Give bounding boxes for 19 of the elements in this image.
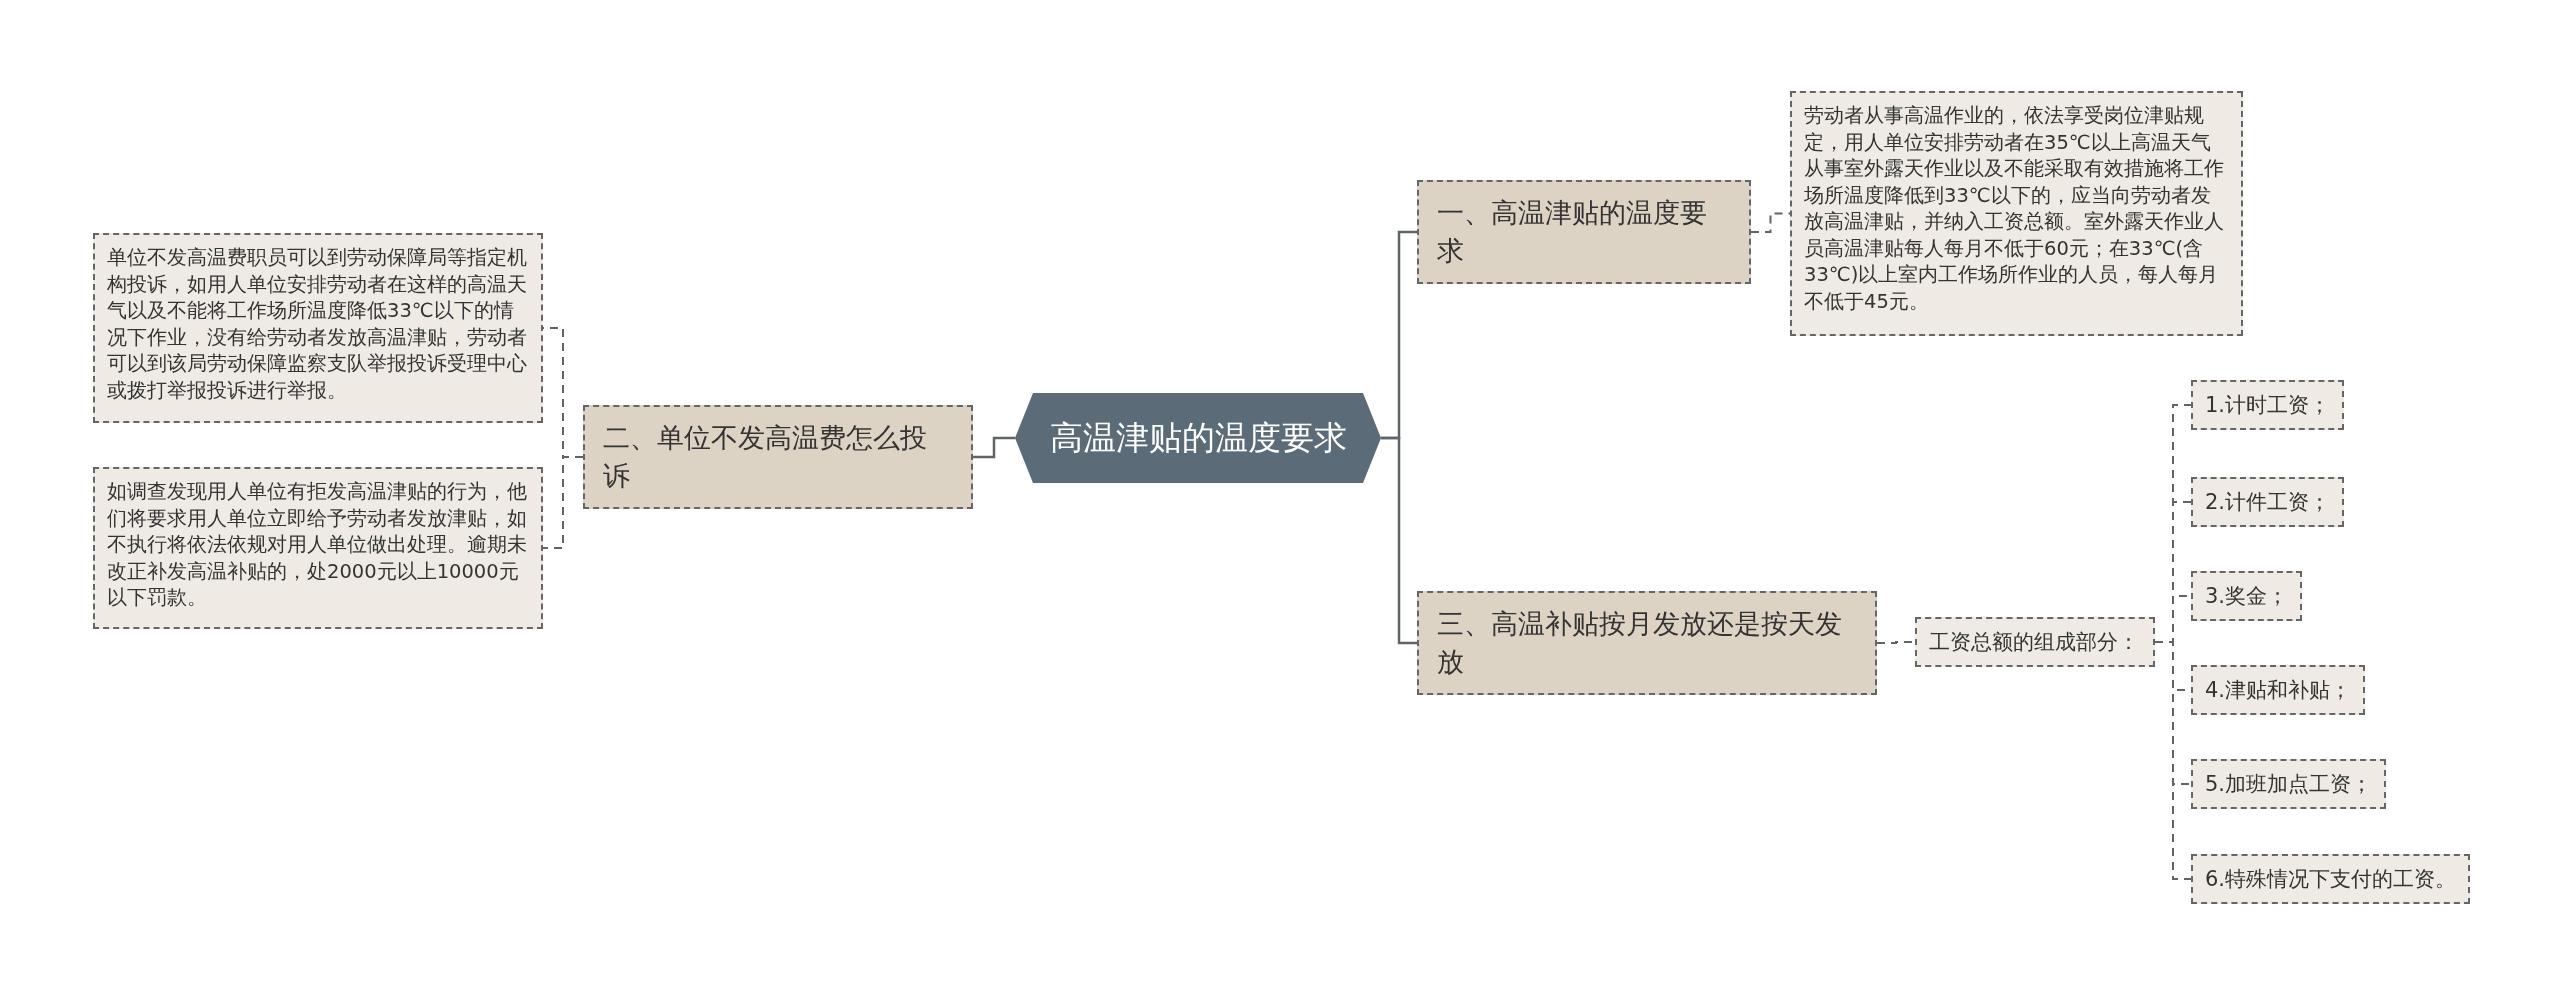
subtopic-box: 2.计件工资；: [2191, 477, 2345, 527]
note-box: 单位不发高温费职员可以到劳动保障局等指定机构投诉，如用人单位安排劳动者在这样的高温天气以及不能将工作场所温度降低33℃以下的情况下作业，没有给劳动者发放高温津贴，劳动者可以到该局劳动保障监察支队举报投诉受理中心或拨打举报投诉进行举报。: [93, 233, 543, 423]
central-topic: 高温津贴的温度要求: [1015, 393, 1381, 483]
connector-line: [1750, 212, 1791, 233]
topic-box: 一、高温津贴的温度要求: [1417, 180, 1751, 284]
subtopic-box: 3.奖金；: [2191, 571, 2303, 621]
subtopic-box: 6.特殊情况下支付的工资。: [2191, 854, 2471, 904]
connector-line: [2154, 641, 2192, 880]
subtopic-box: 工资总额的组成部分：: [1915, 617, 2155, 667]
topic-box: 三、高温补贴按月发放还是按天发放: [1417, 591, 1877, 695]
topic-box: 二、单位不发高温费怎么投诉: [583, 405, 973, 509]
subtopic-box: 1.计时工资；: [2191, 380, 2345, 430]
subtopic-box: 5.加班加点工资；: [2191, 759, 2387, 809]
connector-line: [542, 456, 584, 549]
subtopic-box: 4.津贴和补贴；: [2191, 665, 2366, 715]
connector-line: [973, 436, 1015, 459]
note-box: 如调查发现用人单位有拒发高温津贴的行为，他们将要求用人单位立即给予劳动者发放津贴，如不执行将依法依规对用人单位做出处理。逾期未改正补发高温补贴的，处2000元以上10000元以下罚款。: [93, 467, 543, 629]
connector-line: [1381, 436, 1417, 645]
note-box: 劳动者从事高温作业的，依法享受岗位津贴规定，用人单位安排劳动者在35℃以上高温天气从事室外露天作业以及不能采取有效措施将工作场所温度降低到33℃以下的，应当向劳动者发放高温津贴，并纳入工资总额。室外露天作业人员高温津贴每人每月不低于60元；在33℃(含33℃)以上室内工作场所作业的人员，每人每月不低于45元。: [1790, 91, 2243, 336]
